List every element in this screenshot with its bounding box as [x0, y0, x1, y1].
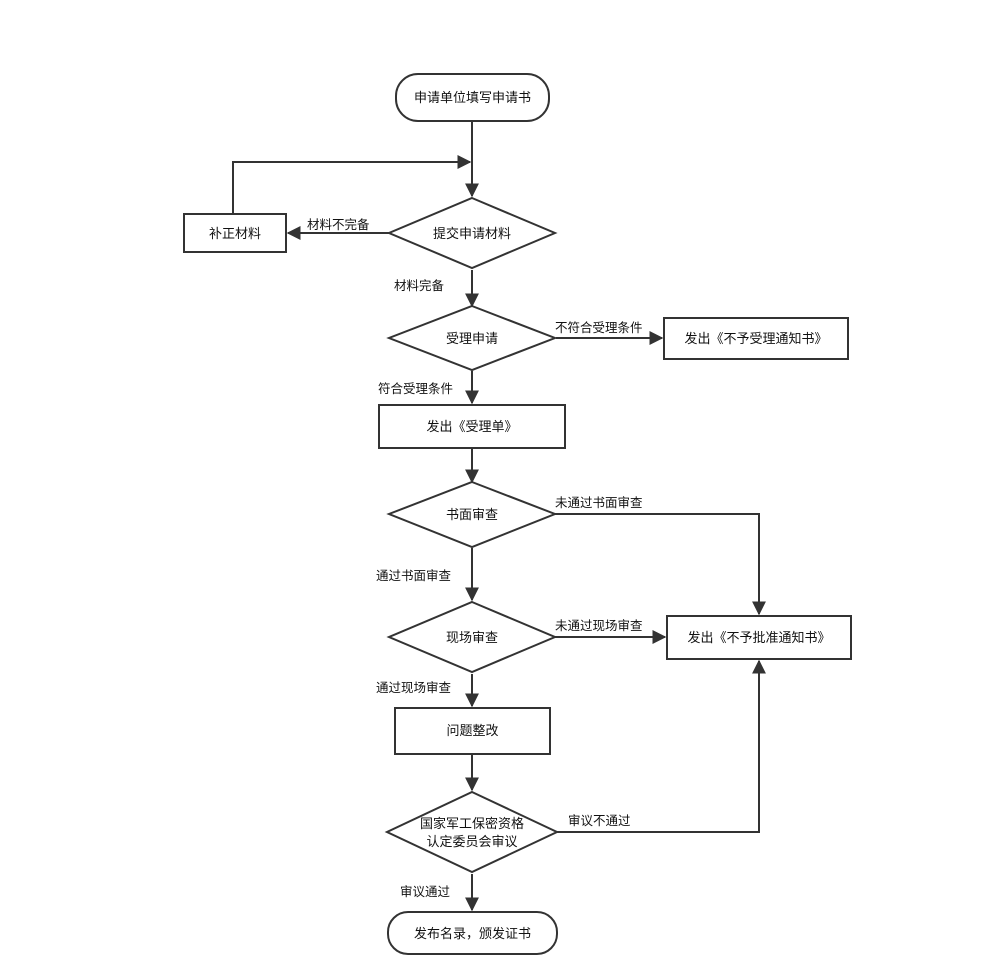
- node-committee-label-line1: 国家军工保密资格: [420, 816, 524, 832]
- node-accept: 受理申请: [386, 304, 558, 372]
- node-rectify: 问题整改: [394, 707, 551, 755]
- node-onsite-review: 现场审查: [386, 600, 558, 674]
- label-qualified: 符合受理条件: [378, 381, 453, 396]
- label-review-pass: 审议通过: [400, 884, 451, 899]
- node-deny-notice: 发出《不予批准通知书》: [666, 615, 852, 660]
- node-end: 发布名录，颁发证书: [387, 911, 558, 955]
- node-accept-slip-label: 发出《受理单》: [426, 419, 517, 435]
- label-incomplete: 材料不完备: [307, 217, 370, 232]
- node-supplement: 补正材料: [183, 213, 287, 253]
- label-onsite-fail: 未通过现场审查: [555, 618, 643, 633]
- node-accept-label: 受理申请: [446, 332, 498, 347]
- node-end-label: 发布名录，颁发证书: [414, 926, 531, 942]
- node-written-review-label: 书面审查: [446, 508, 498, 523]
- node-accept-slip: 发出《受理单》: [378, 404, 566, 449]
- node-start: 申请单位填写申请书: [395, 73, 550, 122]
- edge-committee-to-deny: [557, 659, 766, 833]
- label-written-fail: 未通过书面审查: [555, 495, 643, 510]
- node-rectify-label: 问题整改: [446, 724, 498, 739]
- edge-written-to-deny: [555, 513, 766, 616]
- node-supplement-label: 补正材料: [209, 227, 261, 242]
- edge-supplement-loop-back: [232, 155, 472, 214]
- node-reject-notice: 发出《不予受理通知书》: [663, 317, 849, 360]
- node-committee-label-line2: 认定委员会审议: [426, 835, 517, 850]
- edge-labels: 材料不完备 材料完备 不符合受理条件 符合受理条件 未通过书面审查 通过书面审查…: [307, 217, 643, 899]
- node-onsite-review-label: 现场审查: [446, 631, 498, 646]
- node-written-review: 书面审查: [386, 480, 558, 549]
- label-not-qualified: 不符合受理条件: [555, 320, 643, 335]
- label-onsite-pass: 通过现场审查: [376, 680, 452, 695]
- node-deny-notice-label: 发出《不予批准通知书》: [687, 630, 830, 646]
- node-submit-label: 提交申请材料: [433, 226, 511, 242]
- edges: [232, 121, 766, 912]
- node-submit: 提交申请材料: [386, 196, 558, 270]
- node-start-label: 申请单位填写申请书: [414, 91, 531, 106]
- node-reject-notice-label: 发出《不予受理通知书》: [684, 331, 827, 347]
- label-review-fail: 审议不通过: [568, 813, 631, 828]
- label-complete: 材料完备: [394, 278, 445, 293]
- node-committee: 国家军工保密资格 认定委员会审议: [384, 790, 560, 874]
- label-written-pass: 通过书面审查: [376, 568, 452, 583]
